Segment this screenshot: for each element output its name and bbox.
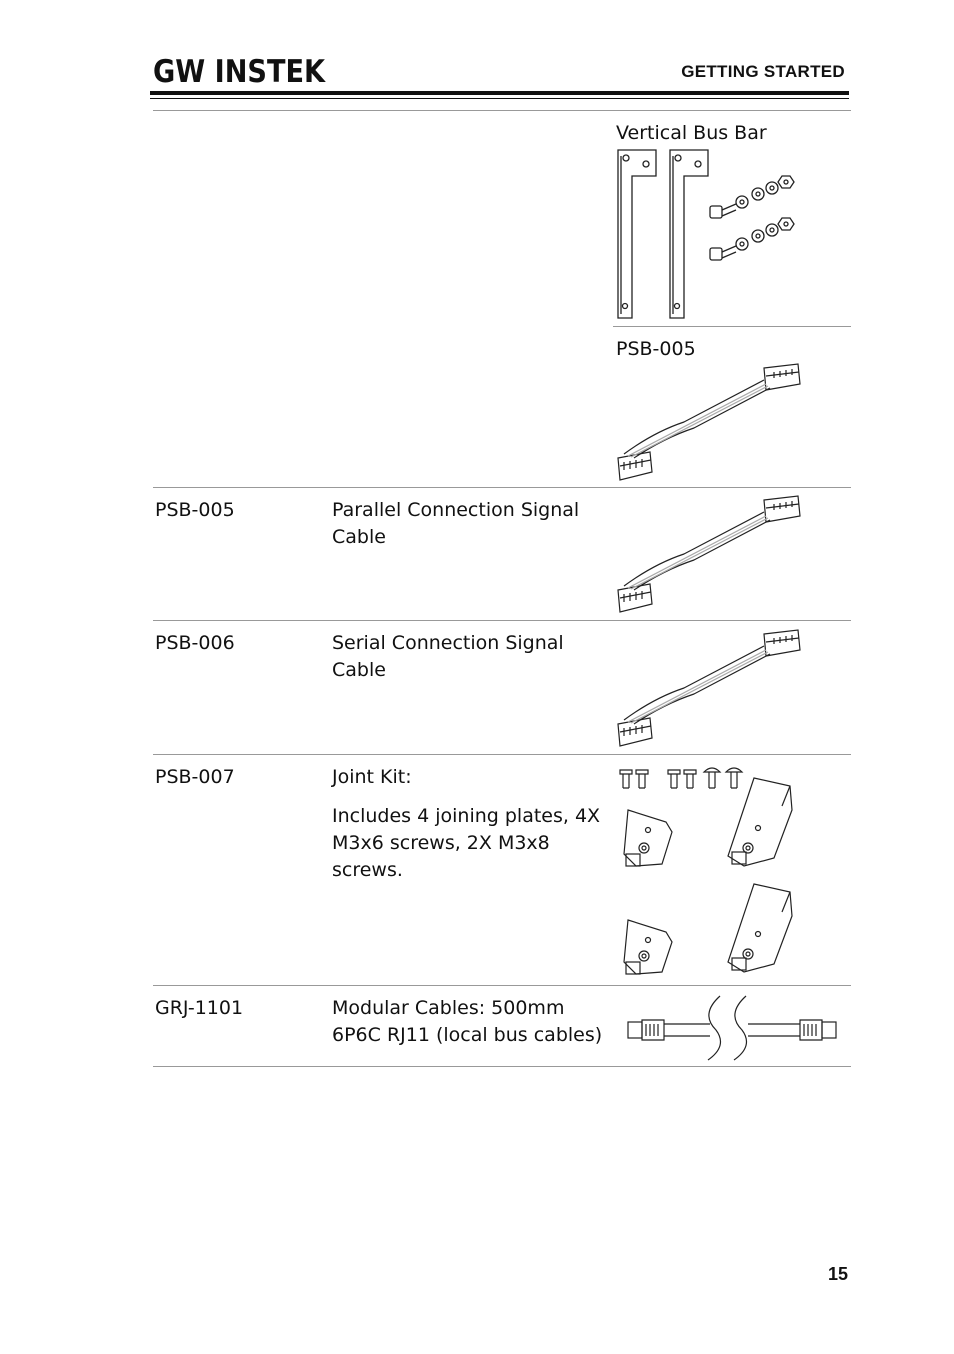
psb-005-caption: PSB-005 [616,338,696,360]
vertical-bus-bar-image [617,149,795,319]
product-description: Serial Connection Signal Cable [332,632,564,681]
gw-instek-logo: GW INSTEK [153,54,326,90]
row-divider [153,985,851,986]
product-code: PSB-006 [155,632,235,654]
table-top-line [153,110,851,111]
signal-cable-image [617,629,801,747]
row-divider [153,754,851,755]
row-divider [153,620,851,621]
table-bottom-line [153,1066,851,1067]
header-rule-thin [150,98,849,99]
cell-divider [613,326,851,327]
product-description: Parallel Connection Signal Cable [332,499,580,548]
product-code: PSB-005 [155,499,235,521]
section-title: GETTING STARTED [681,62,845,81]
rj11-cable-image [627,995,837,1061]
signal-cable-image [617,363,801,481]
product-code: PSB-007 [155,766,235,788]
row-divider [153,487,851,488]
joint-kit-image [619,767,793,975]
page-number: 15 [827,1264,848,1284]
product-description: Modular Cables: 500mm 6P6C RJ11 (local b… [332,997,603,1046]
signal-cable-image [617,495,801,613]
product-description-detail: Includes 4 joining plates, 4X M3x6 screw… [332,805,601,881]
vertical-bus-bar-caption: Vertical Bus Bar [616,122,767,144]
product-description: Joint Kit: [332,766,412,788]
svg-text:GW INSTEK: GW INSTEK [153,54,326,90]
product-code: GRJ-1101 [155,997,244,1019]
header-rule-thick [150,91,849,95]
